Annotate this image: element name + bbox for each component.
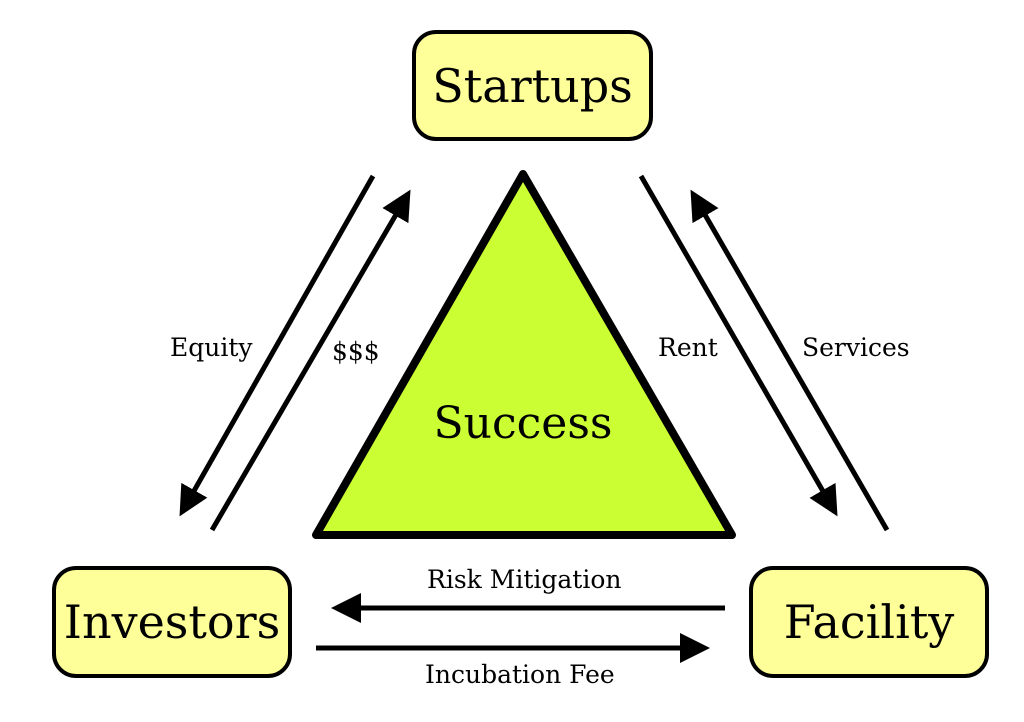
equity-label: Equity — [170, 333, 253, 362]
facility-label: Facility — [783, 595, 955, 649]
facility-node: Facility — [749, 566, 989, 678]
money-arrow — [209, 189, 411, 532]
incubation-fee-label: Incubation Fee — [425, 660, 615, 689]
success-triangle — [312, 170, 736, 539]
startups-label: Startups — [432, 58, 633, 113]
success-label: Success — [433, 398, 613, 449]
services-arrow — [690, 189, 890, 532]
risk-mitigation-label: Risk Mitigation — [427, 565, 622, 594]
services-label: Services — [802, 333, 910, 362]
investors-label: Investors — [63, 595, 281, 649]
startups-node: Startups — [412, 30, 653, 141]
rent-label: Rent — [658, 333, 718, 362]
equity-arrow — [179, 174, 376, 517]
rent-arrow — [638, 174, 838, 517]
investors-node: Investors — [52, 566, 292, 678]
money-label: $$$ — [332, 337, 380, 366]
